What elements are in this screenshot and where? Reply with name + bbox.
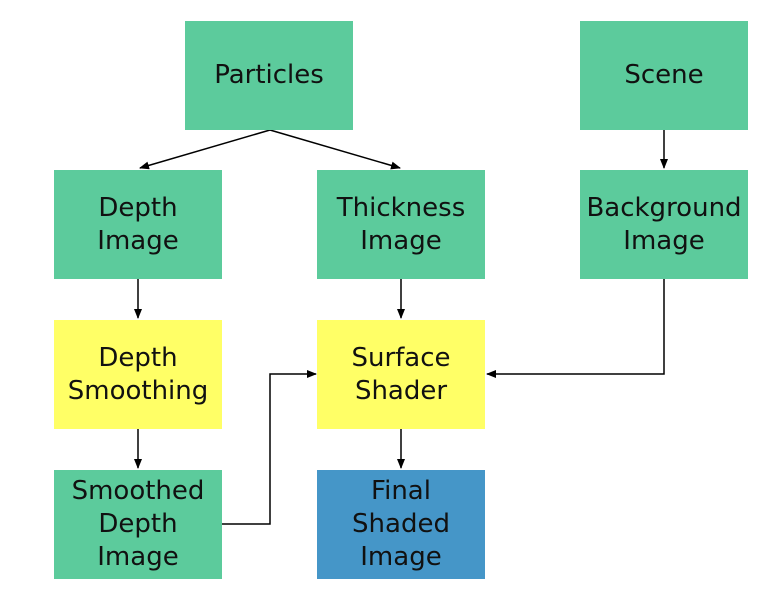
- node-final-shaded-image-label: Final Shaded Image: [352, 476, 450, 572]
- node-final-shaded-image: Final Shaded Image: [317, 470, 485, 579]
- node-depth-smoothing: Depth Smoothing: [54, 320, 222, 429]
- node-depth-image: Depth Image: [54, 170, 222, 279]
- node-background-image: Background Image: [580, 170, 748, 279]
- node-smoothed-depth-image-label: Smoothed Depth Image: [71, 476, 205, 572]
- node-scene: Scene: [580, 21, 748, 130]
- edge-particles-to-thickness-image: [269, 129, 401, 170]
- node-depth-image-label: Depth Image: [97, 192, 179, 256]
- node-depth-smoothing-label: Depth Smoothing: [67, 342, 209, 406]
- node-surface-shader: Surface Shader: [317, 320, 485, 429]
- node-smoothed-depth-image: Smoothed Depth Image: [54, 470, 222, 579]
- node-background-image-label: Background Image: [586, 192, 742, 256]
- edge-particles-to-depth-image: [139, 129, 271, 170]
- edge-smoothed-depth-image-to-surface-shader: [222, 370, 317, 525]
- edge-background-image-to-surface-shader: [486, 279, 665, 378]
- node-surface-shader-label: Surface Shader: [351, 342, 451, 406]
- node-thickness-image-label: Thickness Image: [336, 192, 466, 256]
- node-thickness-image: Thickness Image: [317, 170, 485, 279]
- node-scene-label: Scene: [624, 60, 704, 90]
- node-particles-label: Particles: [214, 60, 324, 90]
- node-particles: Particles: [185, 21, 353, 130]
